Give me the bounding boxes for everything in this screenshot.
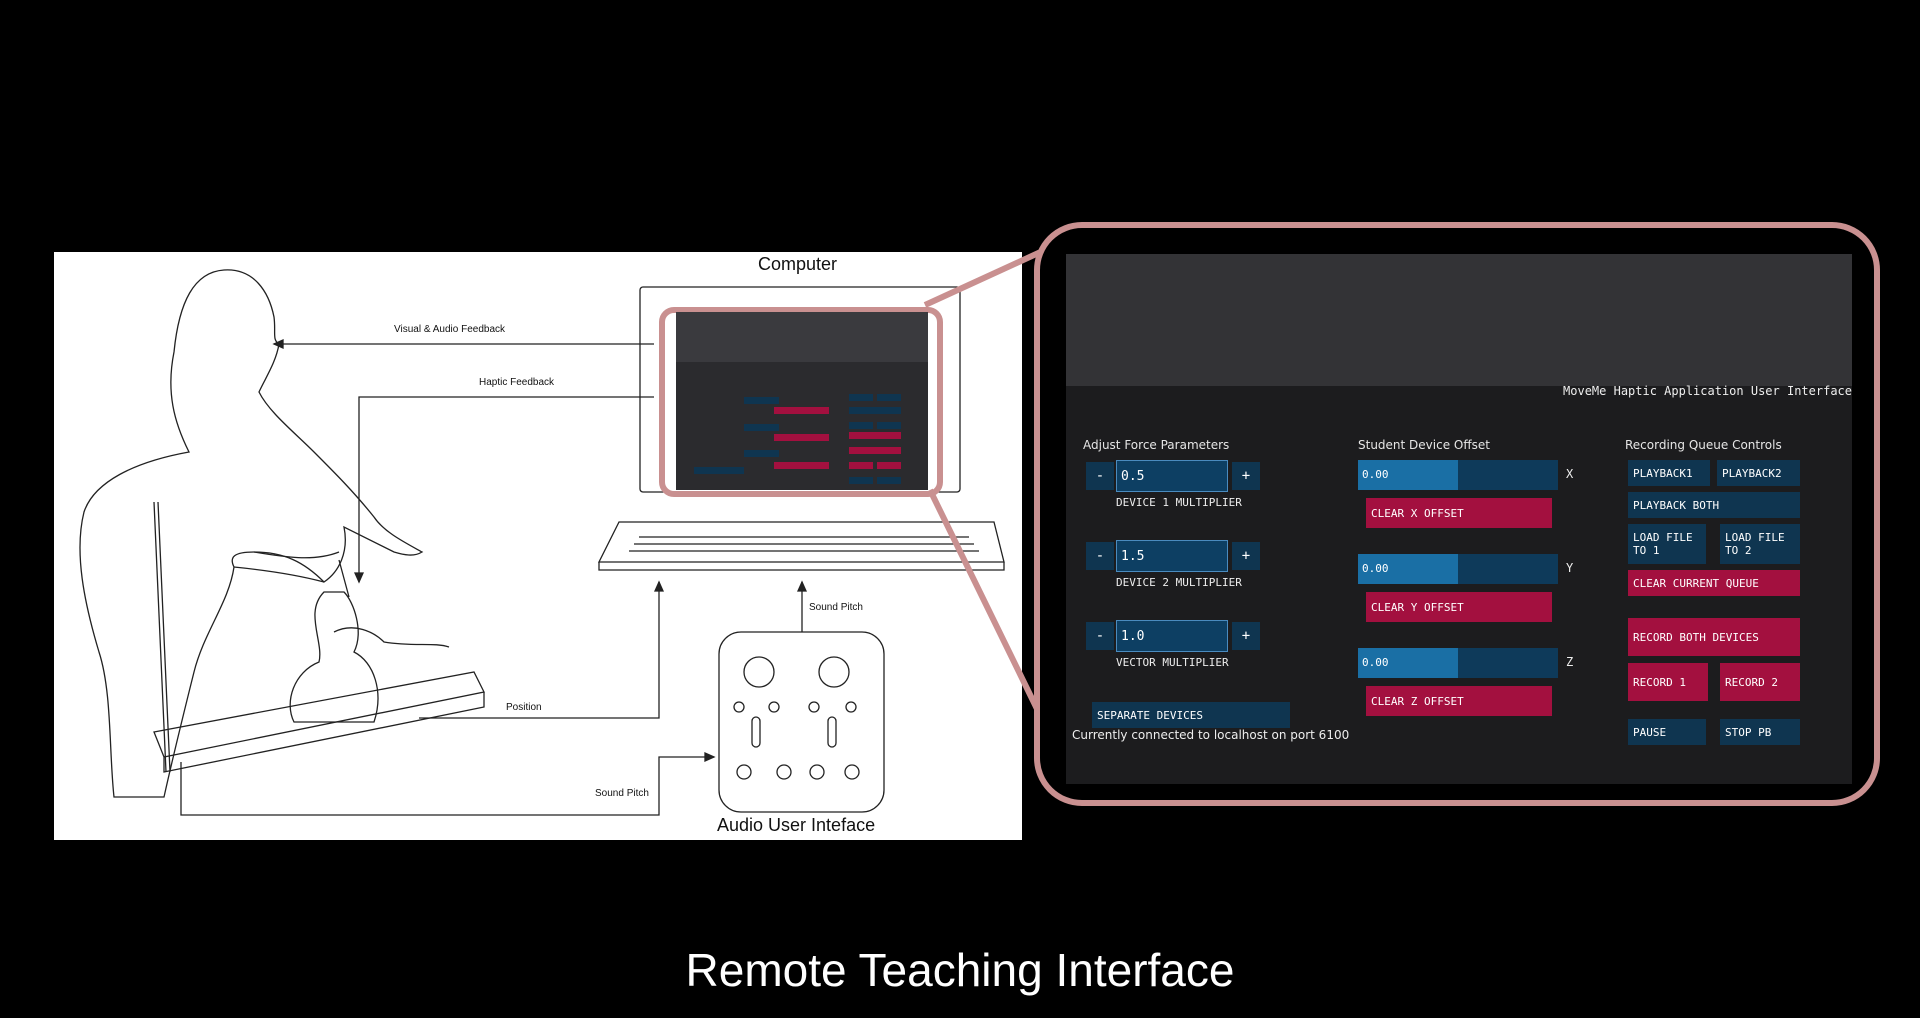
offset-z-fill [1358, 648, 1458, 678]
sound-pitch-top-label: Sound Pitch [809, 602, 863, 613]
theremin-box [153, 671, 485, 773]
vector-multiplier-input[interactable]: 1.0 [1116, 620, 1228, 652]
offset-heading: Student Device Offset [1358, 438, 1490, 452]
clear-x-offset-button[interactable]: CLEAR X OFFSET [1366, 498, 1552, 528]
offset-x-slider[interactable]: 0.00 [1358, 460, 1558, 490]
axis-z-label: Z [1566, 655, 1574, 669]
haptic-feedback-label: Haptic Feedback [479, 377, 555, 388]
vector-plus-button[interactable]: + [1232, 622, 1260, 650]
clear-y-offset-button[interactable]: CLEAR Y OFFSET [1366, 592, 1552, 622]
separate-devices-button[interactable]: SEPARATE DEVICES [1092, 702, 1290, 728]
diagram-drawing [79, 269, 1005, 816]
visual-audio-feedback-label: Visual & Audio Feedback [394, 324, 506, 335]
device2-multiplier-input[interactable]: 1.5 [1116, 540, 1228, 572]
offset-z-value: 0.00 [1362, 656, 1389, 669]
record-both-devices-button[interactable]: RECORD BOTH DEVICES [1628, 618, 1800, 656]
stop-pb-button[interactable]: STOP PB [1720, 719, 1800, 745]
computer-title: Computer [758, 254, 838, 274]
device1-multiplier-input[interactable]: 0.5 [1116, 460, 1228, 492]
device1-multiplier-label: DEVICE 1 MULTIPLIER [1116, 496, 1242, 509]
device2-multiplier-label: DEVICE 2 MULTIPLIER [1116, 576, 1242, 589]
vector-minus-button[interactable]: - [1086, 622, 1114, 650]
offset-x-value: 0.00 [1362, 468, 1389, 481]
audio-interface-title: Audio User Inteface [717, 815, 876, 835]
record2-button[interactable]: RECORD 2 [1720, 663, 1800, 701]
load-file-1-button[interactable]: LOAD FILE TO 1 [1628, 524, 1706, 564]
app-topbar [1066, 254, 1852, 386]
record1-button[interactable]: RECORD 1 [1628, 663, 1708, 701]
slide-caption: Remote Teaching Interface [685, 944, 1235, 996]
system-diagram: Computer Audio User Inteface Visual & Au… [54, 252, 1022, 840]
offset-y-slider[interactable]: 0.00 [1358, 554, 1558, 584]
position-label: Position [506, 702, 542, 713]
force-heading: Adjust Force Parameters [1083, 438, 1230, 452]
offset-y-value: 0.00 [1362, 562, 1389, 575]
clear-current-queue-button[interactable]: CLEAR CURRENT QUEUE [1628, 570, 1800, 596]
laptop-base [597, 521, 1005, 571]
app-title: MoveMe Haptic Application User Interface [1563, 384, 1852, 398]
queue-heading: Recording Queue Controls [1625, 438, 1782, 452]
zoom-frame: MoveMe Haptic Application User Interface… [1034, 222, 1880, 806]
device1-plus-button[interactable]: + [1232, 462, 1260, 490]
device2-plus-button[interactable]: + [1232, 542, 1260, 570]
axis-x-label: X [1566, 467, 1574, 481]
load-file-2-button[interactable]: LOAD FILE TO 2 [1720, 524, 1800, 564]
offset-y-fill [1358, 554, 1458, 584]
offset-z-slider[interactable]: 0.00 [1358, 648, 1558, 678]
connection-status: Currently connected to localhost on port… [1072, 728, 1350, 742]
haptic-device [289, 559, 450, 723]
device1-minus-button[interactable]: - [1086, 462, 1114, 490]
vector-multiplier-label: VECTOR MULTIPLIER [1116, 656, 1229, 669]
axis-y-label: Y [1566, 561, 1574, 575]
offset-x-fill [1358, 460, 1458, 490]
haptic-app-window: MoveMe Haptic Application User Interface… [1066, 254, 1852, 784]
pause-button[interactable]: PAUSE [1628, 719, 1706, 745]
playback1-button[interactable]: PLAYBACK1 [1628, 460, 1710, 486]
playback-both-button[interactable]: PLAYBACK BOTH [1628, 492, 1800, 518]
playback2-button[interactable]: PLAYBACK2 [1717, 460, 1800, 486]
clear-z-offset-button[interactable]: CLEAR Z OFFSET [1366, 686, 1552, 716]
sound-pitch-bottom-label: Sound Pitch [595, 788, 649, 799]
device2-minus-button[interactable]: - [1086, 542, 1114, 570]
